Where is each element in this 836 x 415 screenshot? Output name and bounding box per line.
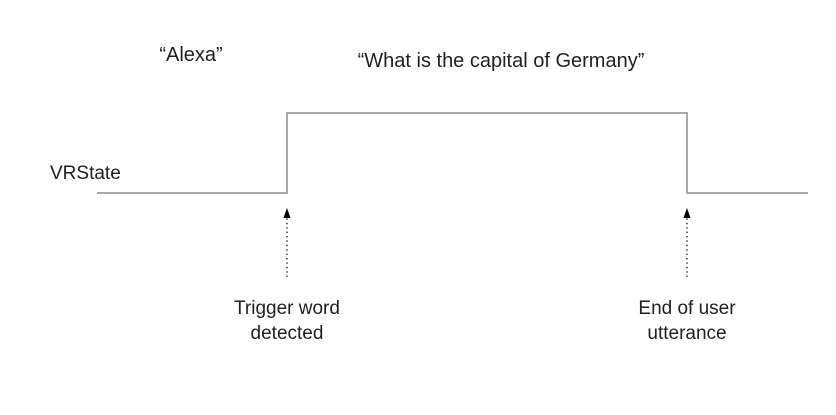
event-label-line2: detected <box>250 323 324 344</box>
event-label-line1: Trigger word <box>234 298 340 319</box>
event-arrow-head-1 <box>683 208 691 218</box>
signal-name-label: VRState <box>50 163 121 184</box>
trigger-utterance-text: “Alexa” <box>159 44 223 66</box>
vrstate-signal-line <box>97 112 808 194</box>
event-label-end-of-utterance: End of user utterance <box>602 296 772 346</box>
event-label-line2: utterance <box>647 323 727 344</box>
event-label-line1: End of user <box>638 298 736 319</box>
event-label-trigger-detected: Trigger word detected <box>202 296 372 346</box>
event-arrow-head-0 <box>283 208 291 218</box>
query-utterance-text: “What is the capital of Germany” <box>357 50 645 72</box>
